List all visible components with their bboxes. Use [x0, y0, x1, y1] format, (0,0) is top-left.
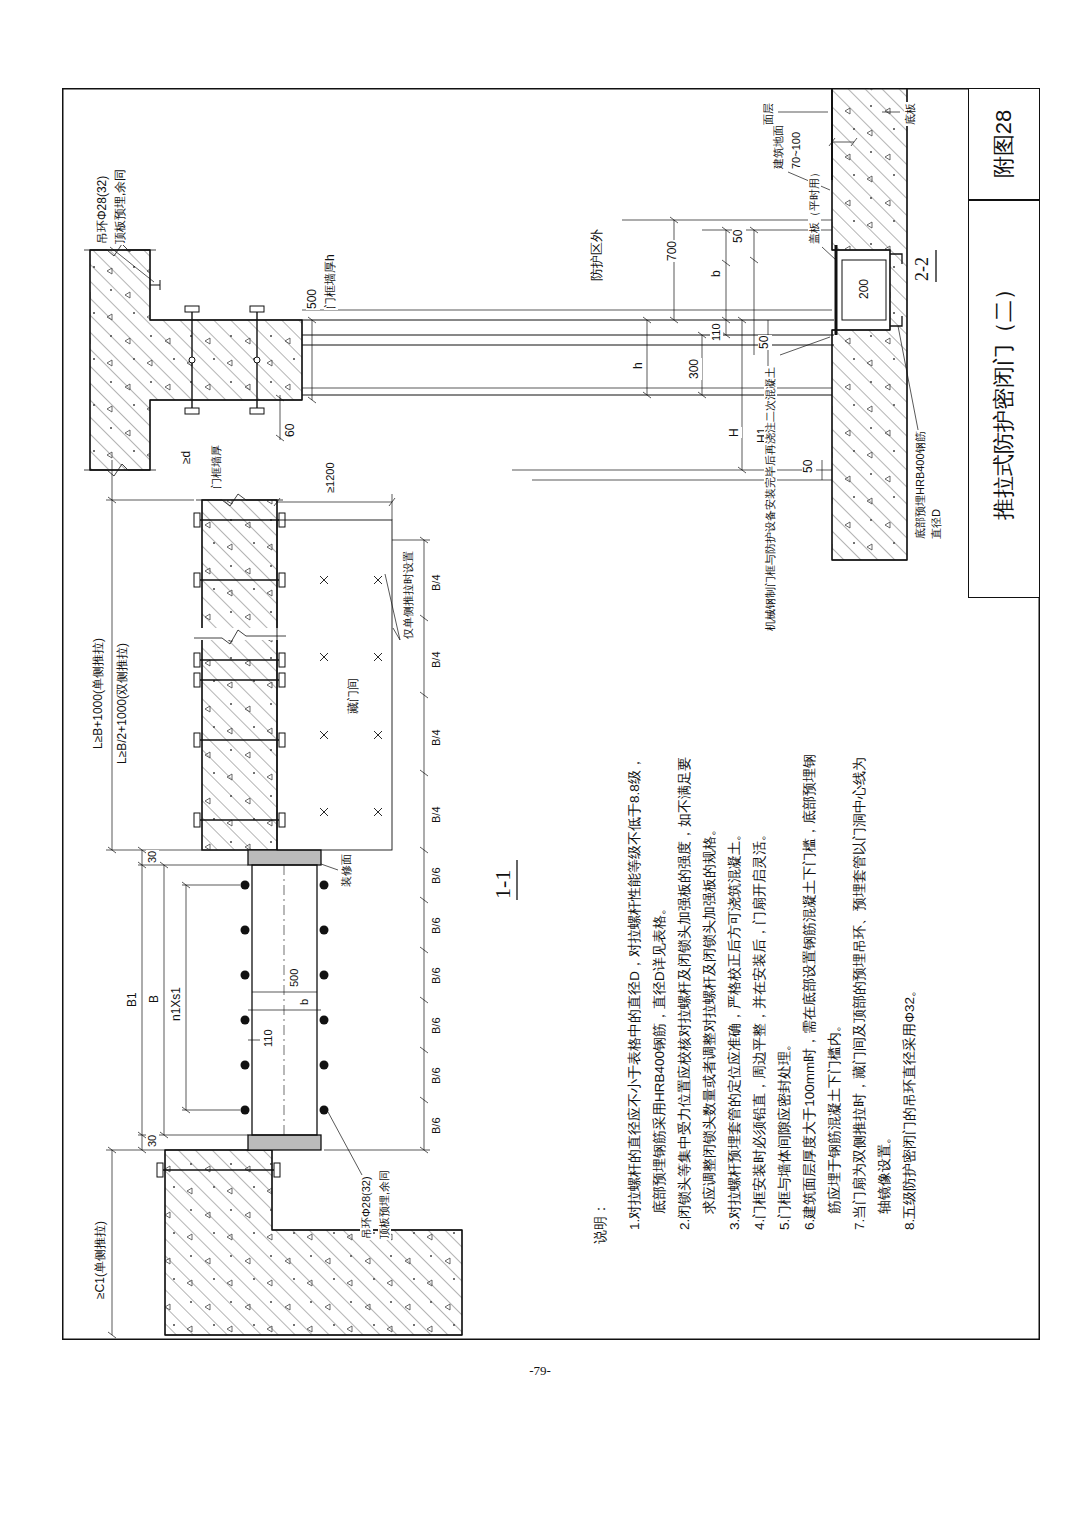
dimension-label: 防护区外 [590, 228, 605, 282]
dimension-label: B/6 [430, 1116, 443, 1135]
dimension-label: 装修面 [340, 853, 353, 888]
dimension-label: B/4 [430, 650, 443, 669]
dimension-label: b [710, 269, 724, 278]
dimension-label: 底部预埋HRB400钢筋 [914, 430, 927, 540]
dimension-label: H [728, 427, 742, 438]
dimension-label: 门框墙厚h [324, 253, 338, 310]
title-text: 附图28 [991, 109, 1016, 179]
dimension-label: B [148, 994, 162, 1004]
dimension-label: 70~100 [790, 131, 803, 170]
title-block-cell: 附图28 [968, 88, 1040, 200]
dimension-label: 110 [262, 1028, 275, 1048]
note-text: 8.五级防护密闭门的吊环直径采用Φ32。 [897, 751, 922, 1230]
note-text: 4.门框安装时必须铅直，周边平整，并在安装后，门扇开启灵活。 [747, 751, 772, 1230]
dimension-label: 30 [146, 1134, 159, 1148]
dimension-label: 门框墙厚 [210, 444, 223, 490]
dimension-label: 吊环Φ28(32) [360, 1175, 373, 1240]
dimension-label: 机械钢制门框与防护设备安装完毕后再浇注二次混凝土 [764, 366, 777, 632]
section-label: 2-2 [912, 256, 933, 282]
note-text: 5.门框与墙体间隙应密封处理。 [772, 751, 797, 1230]
note-text: 7.当门扇为双侧推拉时，藏门间及顶部的预埋吊环、预埋套管以门洞中心线为轴镜像设置… [847, 751, 897, 1230]
dimension-label: 60 [284, 423, 298, 438]
dimension-label: 500 [306, 288, 320, 310]
dimension-label: 顶板预埋,余同 [378, 1169, 391, 1240]
dimension-label: L≥B/2+1000(双侧推拉) [116, 642, 130, 765]
dimension-label: B/6 [430, 916, 443, 935]
dimension-label: 700 [666, 240, 680, 262]
dimension-label: h [632, 361, 646, 370]
dimension-label: B/6 [430, 966, 443, 985]
dimension-label: B/4 [430, 728, 443, 747]
title-text: 推拉式防护密闭门（二） [991, 277, 1016, 521]
notes-heading: 说明： [592, 1201, 608, 1245]
dimension-label: B/4 [430, 805, 443, 824]
note-text: 1.对拉螺杆的直径应不小于表格中的直径D，对拉螺杆性能等级不低于8.8级，底部预… [622, 751, 672, 1230]
dimension-label: ≥1200 [324, 461, 337, 494]
dimension-label: 200 [858, 278, 872, 300]
dimension-label: 50 [802, 459, 816, 474]
dimension-label: 建筑地面 [772, 124, 785, 170]
dimension-label: ≥d [180, 450, 194, 465]
section-label: 1-1 [490, 869, 515, 900]
dimension-label: 500 [288, 968, 301, 988]
dimension-label: 藏门间 [347, 677, 361, 715]
note-text: 3.对拉螺杆预埋套管的定位应准确，严格校正后方可浇筑混凝土。 [722, 751, 747, 1230]
dimension-label: 盖板（平时用） [808, 166, 821, 245]
dimension-label: 面层 [762, 102, 775, 126]
dimension-label: 50 [758, 335, 772, 350]
dimension-label: 底板 [904, 102, 917, 126]
page-number: -79- [528, 1364, 552, 1379]
dimension-label: B/6 [430, 866, 443, 885]
dimension-label: 50 [732, 229, 746, 244]
dimension-label: ≥C1(单侧推拉) [94, 1220, 108, 1300]
dimension-label: B1 [126, 991, 140, 1008]
drawing-sheet: 推拉式防护密闭门（二）附图28吊环Φ28(32)顶板预埋,余同500门框墙厚h6… [62, 88, 1040, 1340]
dimension-label: B/6 [430, 1066, 443, 1085]
dimension-label: 直径D [930, 508, 943, 540]
dimension-label: 顶板预埋,余同 [114, 168, 128, 245]
dimension-label: 仅单侧推拉时设置 [402, 550, 415, 640]
note-text: 6.建筑面层厚度大于100mm时，需在底部设置钢筋混凝土下门槛，底部预埋钢筋应埋… [797, 751, 847, 1230]
dimension-label: n1Xs1 [170, 986, 184, 1022]
dimension-label: b [298, 998, 311, 1006]
note-text: 2.闭锁头等集中受力位置应校核对拉螺杆及闭锁头加强板的强度，如不满足要求应调整闭… [672, 751, 722, 1230]
drawing-linework [62, 88, 1040, 1340]
dimension-label: B/4 [430, 573, 443, 592]
dimension-label: 吊环Φ28(32) [96, 175, 110, 245]
dimension-label: L≥B+1000(单侧推拉) [92, 637, 106, 750]
dimension-label: 300 [688, 358, 702, 380]
title-block-cell: 推拉式防护密闭门（二） [968, 200, 1040, 598]
dimension-label: B/6 [430, 1016, 443, 1035]
dimension-label: 110 [710, 322, 723, 342]
dimension-label: 30 [146, 850, 159, 864]
